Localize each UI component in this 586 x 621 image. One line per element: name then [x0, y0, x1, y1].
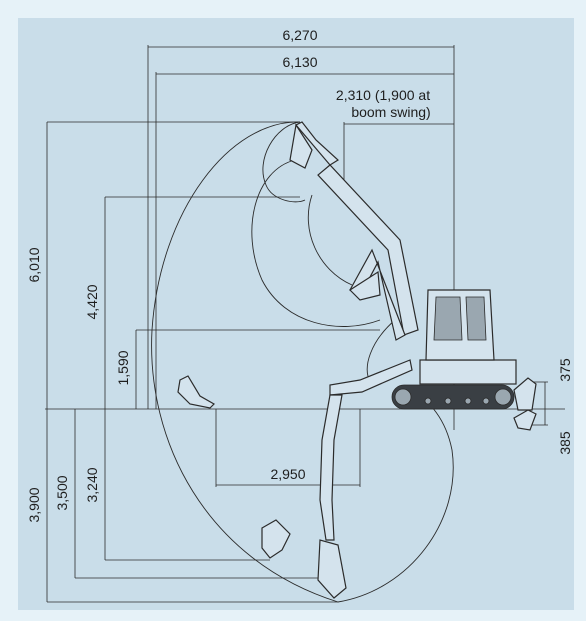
label-3500: 3,500: [54, 475, 70, 510]
label-2950: 2,950: [270, 466, 305, 482]
track-idler: [394, 388, 412, 406]
bucket-min-radius: [177, 375, 215, 409]
excavator-machine: [177, 121, 537, 599]
upper-body: [419, 359, 517, 385]
inner-envelope-1: [262, 121, 306, 203]
roller: [482, 397, 490, 405]
label-6130: 6,130: [282, 54, 317, 70]
roller: [444, 397, 452, 405]
dozer-blade: [513, 377, 537, 411]
roller: [424, 397, 432, 405]
bucket-mid: [349, 270, 381, 301]
cab-window: [465, 296, 487, 341]
label-2310-line2: boom swing): [351, 104, 430, 120]
label-1590: 1,590: [115, 350, 131, 385]
boom-raised: [317, 164, 419, 336]
bucket-deep: [317, 539, 347, 599]
label-3240: 3,240: [84, 467, 100, 502]
inner-envelope-2: [251, 159, 381, 327]
label-2310-line1: 2,310 (1,900 at: [336, 87, 430, 103]
label-385: 385: [557, 431, 573, 455]
cab-window: [433, 296, 463, 341]
bucket-raised: [289, 123, 313, 169]
label-4420: 4,420: [84, 284, 100, 319]
max-reach-envelope: [151, 121, 454, 603]
label-6010: 6,010: [26, 247, 42, 282]
inner-envelope-3: [307, 194, 353, 286]
arm-deep: [319, 394, 343, 541]
roller: [464, 397, 472, 405]
bucket-wall: [261, 519, 291, 559]
dozer-blade-lowered: [513, 409, 537, 431]
label-375: 375: [557, 358, 573, 382]
label-3900: 3,900: [26, 487, 42, 522]
label-6270: 6,270: [282, 27, 317, 43]
track-sprocket: [494, 388, 512, 406]
arm-raised: [295, 121, 339, 166]
